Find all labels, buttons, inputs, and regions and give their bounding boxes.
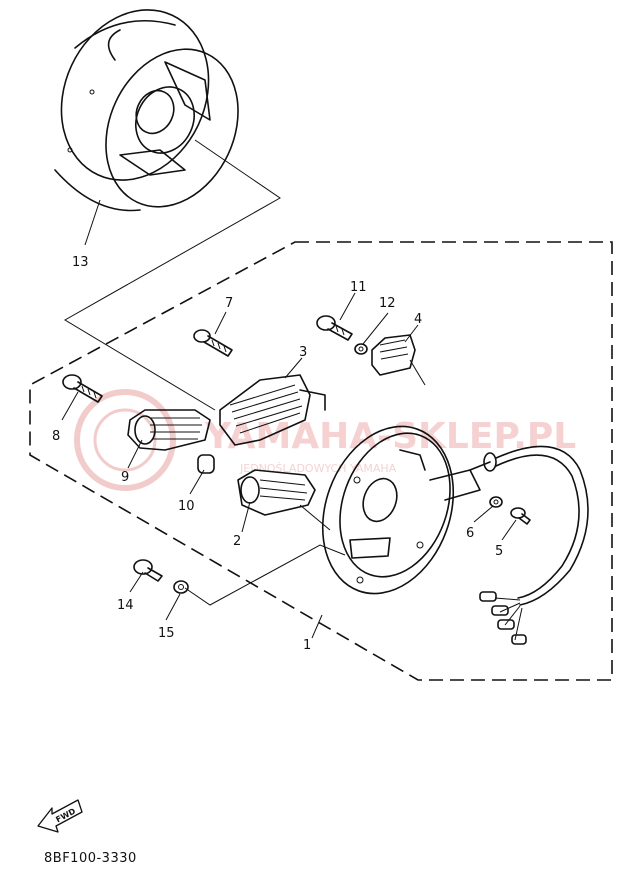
callout-14: 14 [117, 598, 134, 613]
washer-6 [489, 496, 503, 508]
coil-large [219, 374, 326, 446]
washer-15 [173, 580, 189, 594]
callout-6: 6 [466, 526, 474, 541]
screw-14 [133, 559, 163, 582]
screw-5 [510, 507, 531, 525]
spacer-collar [197, 454, 215, 474]
callout-4: 4 [414, 312, 422, 327]
callout-7: 7 [225, 296, 233, 311]
callout-5: 5 [495, 544, 503, 559]
coil-bottom [237, 469, 331, 531]
callout-13: 13 [72, 255, 89, 270]
wiring-harness [479, 445, 589, 645]
fwd-arrow-icon: FWD [37, 799, 83, 833]
fwd-label: FWD [54, 806, 77, 824]
watermark-logo-icon [74, 389, 176, 491]
screw-11 [316, 315, 353, 341]
callout-10: 10 [178, 499, 195, 514]
screw-8 [62, 374, 103, 403]
stator-base-plate [321, 425, 491, 595]
screw-7 [193, 329, 233, 357]
callout-8: 8 [52, 429, 60, 444]
callout-3: 3 [299, 345, 307, 360]
coil-small-top [371, 334, 426, 386]
leader-lines [61, 292, 517, 639]
callout-15: 15 [158, 626, 175, 641]
callout-11: 11 [350, 280, 367, 295]
washer-12 [354, 343, 368, 355]
assembly-boundary [29, 241, 613, 681]
callout-9: 9 [121, 470, 129, 485]
callout-12: 12 [379, 296, 396, 311]
diagram-code: 8BF100-3330 [44, 851, 137, 866]
coil-left [127, 409, 211, 451]
rotor-flywheel [54, 9, 239, 212]
callout-2: 2 [233, 534, 241, 549]
part-callouts: 13 7 11 12 4 3 8 9 10 2 6 5 14 15 1 [52, 255, 503, 653]
callout-1: 1 [303, 638, 311, 653]
watermark-tagline: JEDNOŚLADOWYCH YAMAHA [239, 462, 397, 475]
